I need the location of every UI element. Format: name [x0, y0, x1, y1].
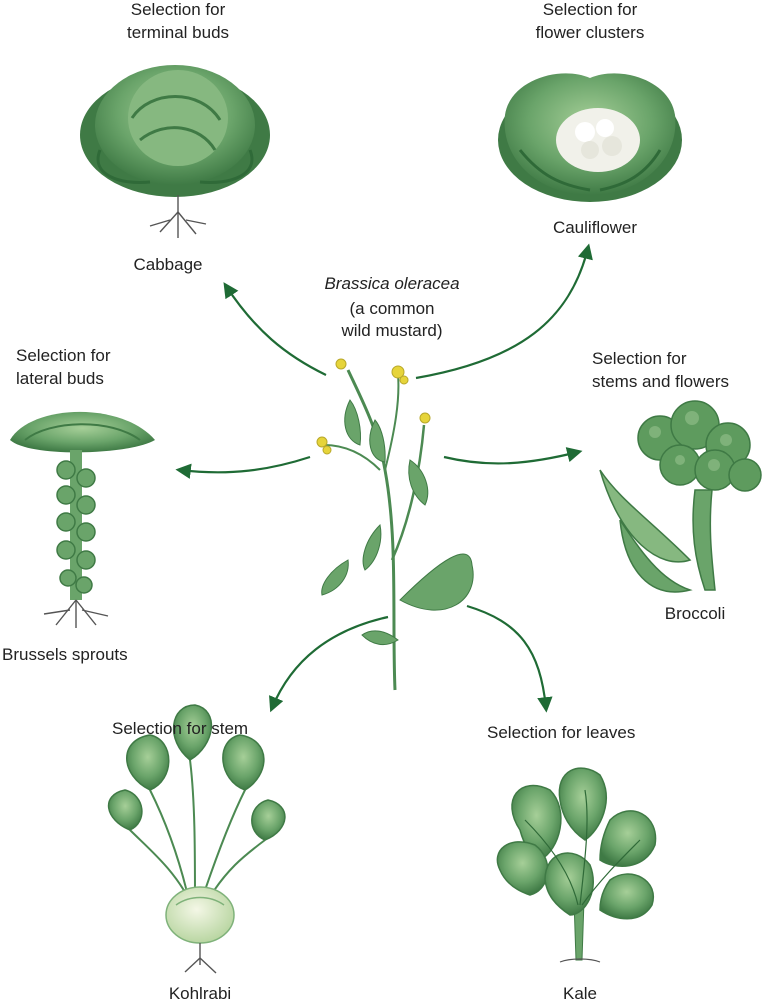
kale-label: Kale: [562, 984, 598, 1003]
broccoli-label: Broccoli: [664, 604, 726, 623]
cauliflower-illustration: [498, 73, 682, 202]
kohlrabi-label: Kohlrabi: [168, 984, 232, 1003]
kohlrabi-selection-text: Selection for stem: [112, 719, 249, 738]
kale-illustration: [496, 767, 657, 963]
kale-selection-text: Selection for leaves: [487, 723, 636, 742]
kohlrabi-illustration: [107, 704, 286, 974]
cabbage-label: Cabbage: [133, 255, 203, 274]
cauliflower-label: Cauliflower: [552, 218, 638, 237]
broccoli-illustration: [599, 400, 762, 593]
arrow-to-kale: [466, 604, 553, 713]
broccoli-selection-line-1: Selection for: [592, 349, 687, 368]
arrow-to-cabbage: [223, 282, 327, 376]
brussels-sprouts-selection-line-2: lateral buds: [16, 369, 104, 388]
arrow-to-broccoli: [443, 447, 583, 465]
species-description-line-2: wild mustard): [341, 321, 443, 340]
cabbage-selection-line-2: terminal buds: [126, 23, 230, 42]
species-description-line-1: (a common: [349, 299, 435, 318]
cabbage-selection-line-1: Selection for: [130, 0, 226, 19]
arrow-to-cauliflower: [415, 243, 593, 380]
cabbage-illustration: [80, 65, 270, 238]
arrow-to-kohlrabi: [269, 615, 389, 713]
cauliflower-selection-line-1: Selection for: [542, 0, 638, 19]
cauliflower-selection-line-2: flower clusters: [535, 23, 645, 42]
brussels-sprouts-illustration: [10, 411, 155, 628]
brussels-sprouts-selection-line-1: Selection for: [16, 346, 111, 365]
species-name: Brassica oleracea: [324, 274, 460, 293]
brussels-sprouts-label: Brussels sprouts: [2, 645, 128, 664]
arrows: [175, 243, 593, 713]
wild-mustard-illustration: [316, 358, 474, 691]
arrow-to-brussels: [175, 455, 311, 479]
broccoli-selection-line-2: stems and flowers: [592, 372, 729, 391]
